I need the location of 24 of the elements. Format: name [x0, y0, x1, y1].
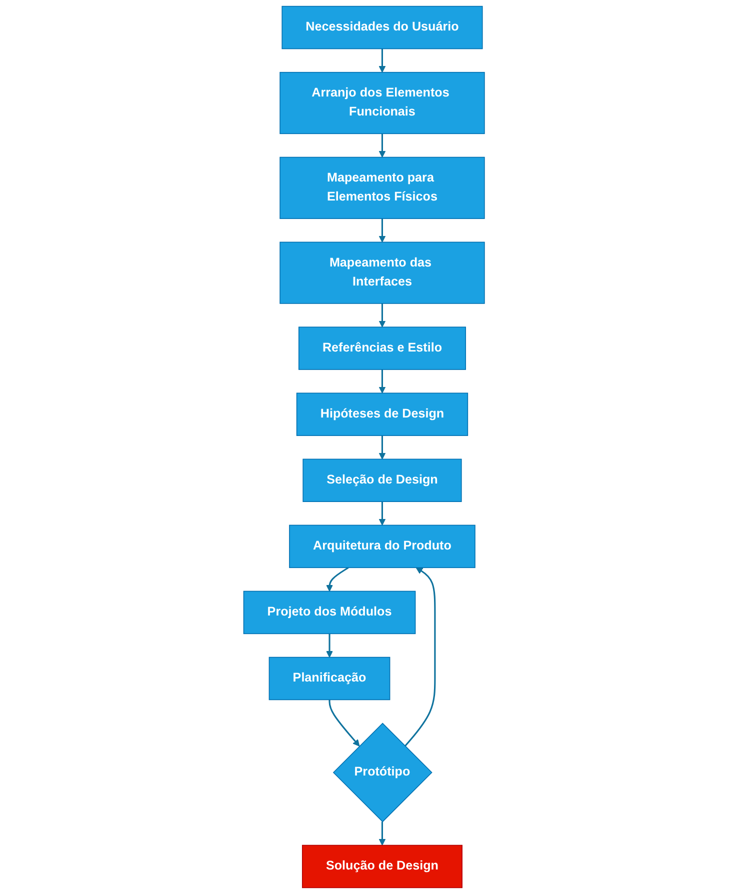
node-box: Arranjo dos Elementos Funcionais	[280, 72, 486, 134]
arrow	[326, 566, 350, 592]
node-box: Referências e Estilo	[298, 326, 466, 370]
arrow	[379, 370, 386, 394]
node-box: Projeto dos Módulos	[244, 590, 416, 634]
arrow	[379, 502, 386, 526]
node-box: Mapeamento das Interfaces	[280, 242, 486, 304]
node-box: Hipóteses de Design	[296, 392, 468, 436]
arrow	[379, 436, 386, 460]
node-box: Solução de Design	[302, 844, 463, 888]
node-box: Seleção de Design	[303, 458, 462, 502]
arrow	[379, 303, 386, 328]
node-box: Arquitetura do Produto	[289, 524, 476, 568]
arrow	[326, 634, 334, 658]
arrow	[404, 567, 436, 747]
arrow	[379, 218, 386, 242]
node-box: Mapeamento para Elementos Físicos	[280, 156, 486, 219]
node-box: Necessidades do Usuário	[282, 6, 484, 50]
arrow	[379, 134, 386, 158]
arrow	[379, 48, 386, 73]
arrow	[329, 700, 360, 746]
node-box: Planificação	[269, 656, 391, 700]
arrow	[379, 822, 386, 846]
node-diamond: Protótipo	[333, 722, 433, 822]
